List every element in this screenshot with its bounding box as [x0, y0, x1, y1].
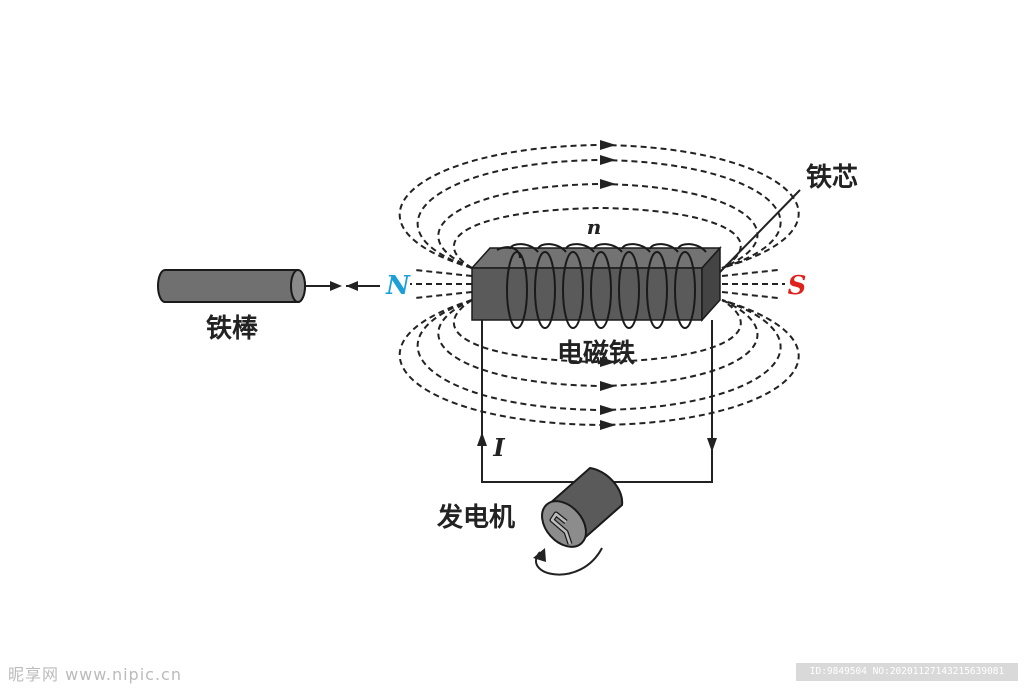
generator-end-face — [541, 500, 587, 548]
wire-left — [481, 320, 575, 483]
iron-core-end-face — [701, 246, 721, 322]
iron-core-front-face — [471, 267, 703, 321]
rotation-arrow — [535, 547, 603, 576]
iron-rod-body — [157, 269, 306, 303]
iron-rod-end — [290, 269, 306, 303]
field-line-lower-middle — [416, 299, 782, 412]
field-direction-arrows — [600, 140, 616, 430]
label-electromagnet: 电磁铁 — [557, 338, 635, 369]
label-turns: n — [587, 215, 602, 239]
label-south-pole: S — [788, 271, 807, 301]
label-north-pole: N — [385, 271, 411, 301]
footer-bar: 昵享网 www.nipic.cn ID:9849504 NO:202011271… — [0, 659, 1024, 689]
field-stub-left — [410, 269, 473, 299]
watermark: 昵享网 www.nipic.cn — [8, 665, 182, 684]
image-id-badge: ID:9849504 NO:20201127143215639081 — [796, 663, 1018, 681]
field-line-lower-inner — [437, 299, 759, 388]
field-line-upper-tight — [452, 206, 742, 269]
rotation-arrowhead — [533, 548, 546, 562]
wire-right — [612, 320, 713, 483]
attraction-arrow-right — [330, 281, 342, 291]
iron-rod — [157, 269, 380, 303]
label-current: I — [492, 433, 505, 462]
label-generator: 发电机 — [436, 502, 515, 533]
field-line-lower-tight — [452, 299, 742, 364]
generator — [533, 466, 624, 576]
circuit-wires — [477, 320, 717, 483]
iron-core-pointer — [719, 189, 801, 273]
current-arrow-right — [707, 438, 717, 452]
attraction-arrow-left — [346, 281, 358, 291]
coil-windings — [496, 243, 707, 329]
current-arrow-left — [477, 432, 487, 446]
label-iron-core: 铁芯 — [806, 162, 858, 193]
field-stub-right — [721, 269, 785, 299]
label-iron-rod: 铁棒 — [206, 313, 259, 344]
field-line-upper-middle — [416, 158, 782, 269]
